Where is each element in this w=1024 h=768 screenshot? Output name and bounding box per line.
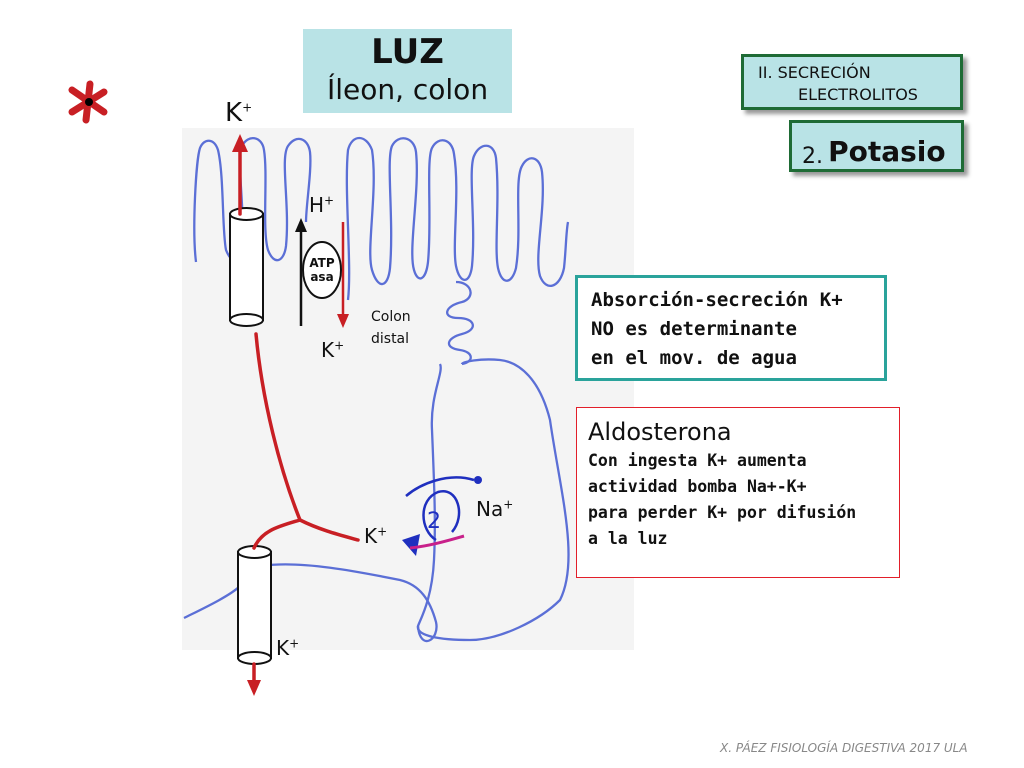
epithelial-membrane — [193, 136, 570, 301]
absorption-note-box: Absorción-secreción K+ NO es determinant… — [575, 275, 887, 381]
h-label: H+ — [309, 193, 335, 217]
absorption-note-line-2: NO es determinante — [591, 318, 797, 340]
na-k-pump-loop — [405, 476, 475, 542]
luminal-k-channel — [229, 207, 264, 327]
aldosterone-box: Aldosterona Con ingesta K+ aumenta activ… — [576, 407, 900, 578]
lumen-title: LUZ — [371, 32, 444, 72]
k-mid-label: K+ — [364, 524, 388, 548]
k-secretion-flux — [238, 148, 360, 684]
h-efflux-arrowhead — [295, 218, 307, 232]
atpase-pump — [302, 241, 342, 299]
na-arrow-dot — [474, 476, 482, 484]
k-influx-arrowhead — [337, 314, 349, 328]
section-line-1: II. SECRECIÓN — [758, 63, 871, 82]
atpase-label: ATP asa — [309, 256, 335, 284]
footer-credit: X. PÁEZ FISIOLOGÍA DIGESTIVA 2017 ULA — [720, 741, 968, 755]
absorption-note-line-1: Absorción-secreción K+ — [591, 289, 843, 311]
k-bottom-label: K+ — [276, 636, 300, 660]
colon-crypt-coil — [446, 280, 474, 366]
asterisk-icon — [68, 80, 108, 124]
na-k-pump-mark — [409, 534, 465, 550]
aldosterone-title: Aldosterona — [588, 418, 732, 446]
section-line-2: ELECTROLITOS — [798, 85, 918, 104]
colon-distal-label: Colon distal — [371, 309, 411, 347]
topic-box: 2. Potasio — [789, 120, 964, 172]
na-label: Na+ — [476, 497, 514, 521]
aldosterone-line-4: a la luz — [588, 529, 668, 548]
basal-membrane — [183, 563, 438, 643]
k-pump-label: K+ — [321, 338, 345, 362]
aldosterone-line-2: actividad bomba Na+-K+ — [588, 477, 807, 496]
topic-label: Potasio — [828, 135, 946, 168]
lumen-subtitle: Íleon, colon — [326, 73, 489, 106]
k-down-arrowhead — [247, 680, 261, 696]
k-out-arrowhead — [232, 134, 248, 152]
lumen-header: LUZ Íleon, colon — [303, 29, 512, 113]
pump-number: 2 — [427, 509, 441, 534]
topic-number: 2. — [802, 144, 823, 169]
absorption-note-line-3: en el mov. de agua — [591, 347, 797, 369]
na-k-pump-arrowhead — [402, 534, 420, 556]
aldosterone-line-1: Con ingesta K+ aumenta — [588, 451, 807, 470]
k-top-label: K+ — [225, 98, 253, 128]
basolateral-k-channel — [237, 545, 272, 665]
aldosterone-line-3: para perder K+ por difusión — [588, 503, 857, 522]
section-box: II. SECRECIÓN ELECTROLITOS — [741, 54, 963, 110]
